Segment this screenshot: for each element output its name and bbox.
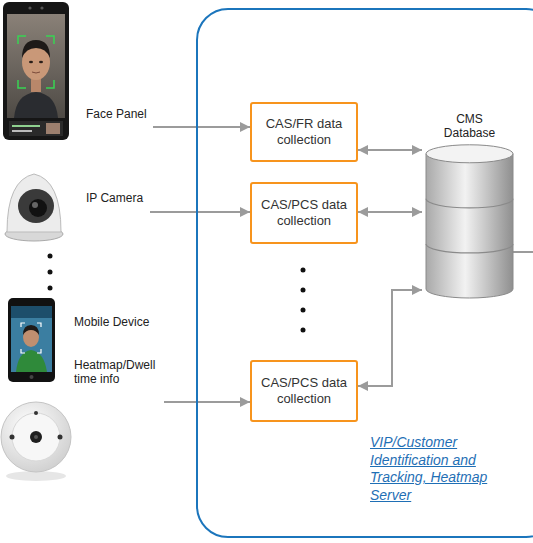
device-source: IP Camera — [0, 165, 150, 245]
ip-camera-picture — [5, 174, 63, 241]
fisheye-camera-picture-part — [34, 411, 38, 415]
box-label: CAS/PCS data collection — [258, 375, 350, 406]
ellipsis-dots — [301, 268, 306, 333]
ellipsis-dots-part — [301, 308, 306, 313]
face-panel-picture-part — [32, 72, 40, 73]
face-panel-picture-part — [14, 92, 58, 118]
device-source: Mobile Device — [0, 296, 156, 346]
ellipsis-dots-part — [48, 286, 53, 291]
process-box: CAS/PCS data collection — [250, 182, 358, 244]
fisheye-camera-picture-part — [34, 435, 38, 439]
outbound-wire — [512, 251, 533, 253]
ellipsis-dots — [48, 254, 53, 291]
mobile-device-picture-part — [11, 306, 52, 318]
ip-camera-picture-part — [18, 189, 54, 223]
device-source: Heatmap/Dwell time info — [0, 352, 164, 482]
database-cylinder: CMS Database — [422, 112, 517, 302]
face-panel-picture-part — [46, 123, 60, 134]
fisheye-camera-picture-part — [30, 431, 42, 443]
fisheye-camera-picture-part — [1, 402, 71, 472]
face-panel-picture-part — [39, 61, 43, 63]
flow-arrow — [153, 126, 250, 128]
face-panel-picture-part — [7, 14, 65, 118]
database-body — [426, 154, 513, 298]
ellipsis-dots-part — [301, 288, 306, 293]
fisheye-camera-picture — [1, 402, 71, 481]
mobile-device-picture — [8, 298, 55, 382]
device-label: Mobile Device — [74, 315, 149, 329]
device-label: Face Panel — [86, 107, 147, 121]
fisheye-camera-picture-part — [58, 435, 63, 440]
face-panel-picture-part — [29, 61, 33, 63]
database-label: CMS Database — [439, 112, 501, 141]
ip-camera-picture-part — [29, 199, 47, 217]
face-panel-picture-part — [22, 40, 50, 58]
device-label: Heatmap/Dwell time info — [74, 358, 158, 387]
face-panel-picture-part — [3, 2, 69, 140]
mobile-device-picture-part — [11, 306, 52, 372]
database-band — [426, 244, 513, 253]
face-panel-picture-part — [28, 6, 31, 9]
flow-arrow — [358, 211, 422, 213]
face-panel-picture-part — [12, 125, 40, 127]
database-top — [426, 145, 513, 163]
mobile-device-picture-part — [30, 375, 34, 379]
face-panel-picture-part — [12, 130, 32, 132]
fisheye-camera-picture-part — [12, 413, 60, 461]
mobile-device-picture-part — [8, 298, 55, 382]
box-label: CAS/PCS data collection — [258, 197, 350, 228]
fisheye-camera-picture-part — [10, 435, 15, 440]
mobile-device-picture-part — [23, 325, 39, 335]
face-panel-picture-part — [40, 6, 43, 9]
face-panel-picture — [3, 2, 69, 140]
database-band — [426, 199, 513, 208]
ellipsis-dots-part — [301, 268, 306, 273]
face-panel-picture-part — [9, 121, 63, 136]
server-region: VIP/Customer Identification and Tracking… — [196, 8, 533, 538]
device-label: IP Camera — [86, 191, 143, 205]
flow-arrow — [164, 401, 250, 403]
ellipsis-dots-part — [48, 254, 53, 259]
database-shape — [422, 112, 517, 302]
face-panel-picture-part — [18, 36, 54, 88]
ip-camera-picture-part — [32, 202, 38, 208]
flow-arrow — [358, 149, 422, 151]
device-source: Face Panel — [0, 0, 153, 140]
process-box: CAS/FR data collection — [250, 102, 358, 162]
box-label: CAS/FR data collection — [258, 116, 350, 147]
ellipsis-dots-part — [48, 270, 53, 275]
flow-arrow — [358, 290, 422, 386]
flow-arrow — [150, 211, 250, 213]
region-title: VIP/Customer Identification and Tracking… — [370, 434, 516, 504]
mobile-device-picture-part — [21, 323, 41, 353]
ip-camera-picture-part — [7, 174, 61, 232]
process-box: CAS/PCS data collection — [250, 360, 358, 422]
ellipsis-dots-part — [301, 328, 306, 333]
